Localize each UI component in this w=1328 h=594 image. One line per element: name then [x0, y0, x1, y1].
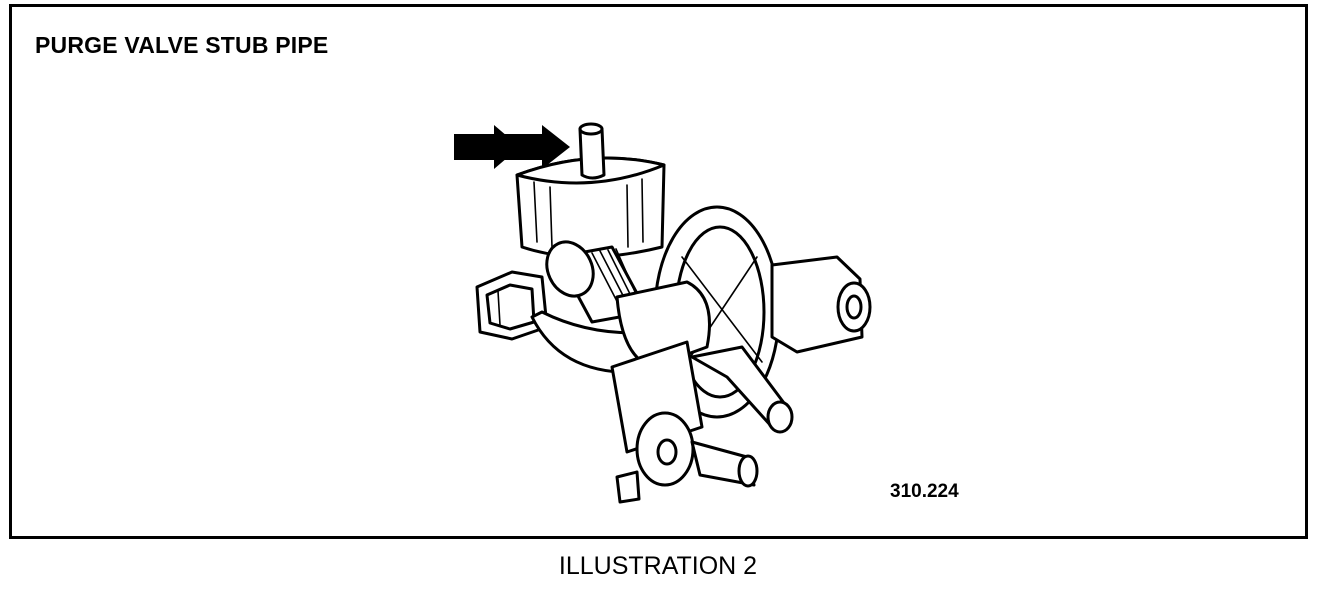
illustration-title: PURGE VALVE STUB PIPE [35, 32, 329, 58]
lower-port [610, 340, 704, 487]
right-port [770, 255, 872, 354]
mounting-tab [615, 470, 641, 504]
illustration-frame: PURGE VALVE STUB PIPE [9, 4, 1308, 539]
stub-pipe [578, 122, 606, 180]
valve-canister [515, 156, 666, 259]
arrow-right-icon [454, 125, 570, 169]
illustration-caption: ILLUSTRATION 2 [558, 552, 758, 580]
purge-valve-drawing [442, 107, 892, 507]
angled-outlet [690, 345, 794, 434]
lower-outlet [690, 440, 759, 488]
reference-code: 310.224 [890, 481, 959, 502]
electrical-connector [475, 270, 549, 341]
